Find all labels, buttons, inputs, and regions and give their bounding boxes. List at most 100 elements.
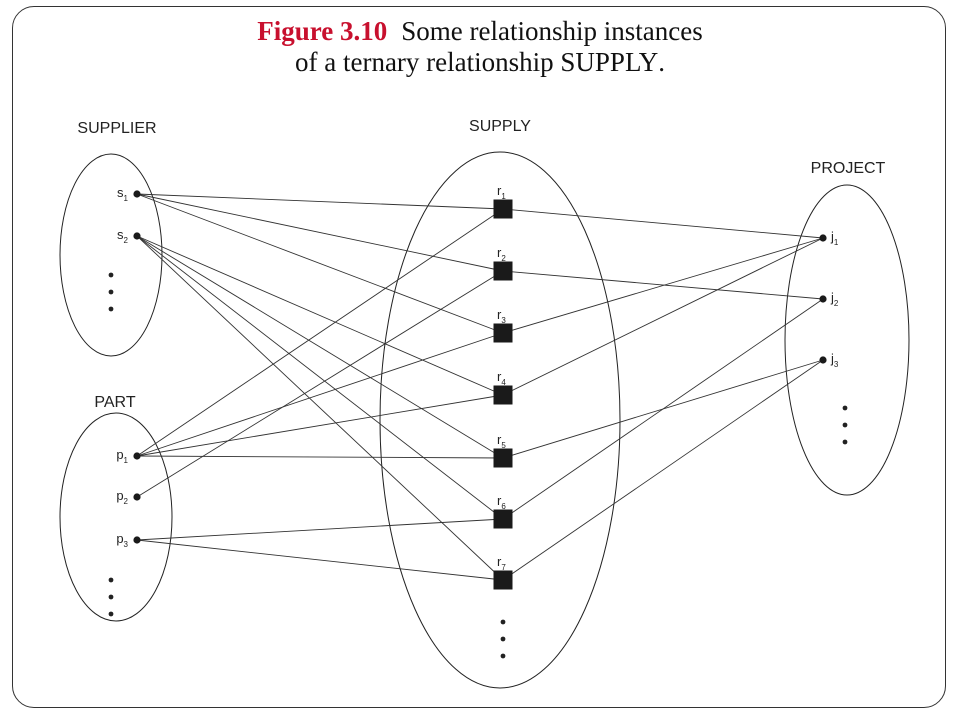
edge-r2-j2 [502,270,824,300]
node-r2-square [493,261,513,281]
node-j3-base: j [830,351,834,366]
supplier-set-label: SUPPLIER [77,120,156,137]
edge-r1-s1 [136,193,504,210]
node-j3-subscript: 3 [834,360,839,369]
figure-label: Figure 3.10 [257,16,388,46]
node-r6-subscript: 6 [501,502,506,511]
supply-set-label: SUPPLY [469,118,531,135]
node-s1-subscript: 1 [124,194,129,203]
figure-caption: Figure 3.10 Some relationship instances o… [0,16,960,78]
project-more-dots [842,405,848,445]
node-r4-base: r [497,369,502,384]
node-j1-dot [819,234,827,242]
node-r5-subscript: 5 [501,441,506,450]
edge-r3-p1 [136,332,504,457]
edge-r5-s2 [136,235,504,459]
edge-r6-j2 [502,298,824,520]
node-s1-dot [133,190,141,198]
edge-r1-j1 [502,208,824,239]
edge-r1-p1 [136,208,504,457]
caption-line-1: Figure 3.10 Some relationship instances [0,16,960,47]
node-p1-dot [133,452,141,460]
node-r4-label: r4 [497,369,506,387]
node-r1-label: r1 [497,183,506,201]
node-j1-base: j [830,229,834,244]
node-s2-base: s [117,227,124,242]
node-j1-subscript: 1 [834,238,839,247]
node-s2-subscript: 2 [124,236,129,245]
node-r5-base: r [497,432,502,447]
node-r2-label: r2 [497,245,506,263]
node-j2-dot [819,295,827,303]
node-p3-dot [133,536,141,544]
node-p1-label: p1 [116,447,128,465]
supplier-set-ellipse [59,153,163,357]
node-r3-subscript: 3 [501,316,506,325]
edge-r3-s1 [136,193,504,334]
node-r7-square [493,570,513,590]
part-set-ellipse [59,412,173,622]
node-r1-base: r [497,183,502,198]
edge-r7-j3 [502,359,824,581]
node-p3-base: p [116,531,123,546]
project-set-ellipse [784,184,910,496]
node-r2-subscript: 2 [501,254,506,263]
caption-line-2: of a ternary relationship SUPPLY. [0,47,960,78]
node-p2-subscript: 2 [124,497,129,506]
node-r7-subscript: 7 [501,563,506,572]
node-j3-dot [819,356,827,364]
edge-r5-p1 [136,455,504,459]
node-p1-base: p [116,447,123,462]
edge-layer [136,193,824,581]
node-r3-square [493,323,513,343]
node-j2-label: j2 [830,290,839,308]
node-r4-square [493,385,513,405]
edge-r2-p2 [136,270,504,498]
node-r6-square [493,509,513,529]
node-r6-base: r [497,493,502,508]
edge-r7-p3 [136,539,504,581]
supplier-more-dots [108,272,114,312]
node-p3-label: p3 [116,531,128,549]
node-s1-label: s1 [117,185,129,203]
node-p2-base: p [116,488,123,503]
node-p1-subscript: 1 [124,456,129,465]
part-set-label: PART [94,394,135,411]
node-r2-base: r [497,245,502,260]
node-p2-dot [133,493,141,501]
supply-set-ellipse [379,151,621,689]
project-set-label: PROJECT [811,160,886,177]
node-j2-base: j [830,290,834,305]
edge-r7-s2 [136,235,504,581]
node-r1-square [493,199,513,219]
node-r5-square [493,448,513,468]
node-s2-label: s2 [117,227,129,245]
slide-frame [12,6,946,708]
edge-r6-s2 [136,235,504,520]
node-p2-label: p2 [116,488,128,506]
node-s2-dot [133,232,141,240]
edge-r3-j1 [502,237,824,334]
edge-r4-p1 [136,394,504,457]
edge-r6-p3 [136,518,504,541]
node-s1-base: s [117,185,124,200]
edge-r4-s2 [136,235,504,396]
node-r7-label: r7 [497,554,506,572]
node-r1-subscript: 1 [501,192,506,201]
part-more-dots [108,577,114,617]
caption-relationship-name: SUPPLY [560,47,659,77]
node-j3-label: j3 [830,351,839,369]
node-p3-subscript: 3 [124,540,129,549]
edge-r2-s1 [136,193,504,272]
caption-text-1: Some relationship instances [401,16,703,46]
caption-text-2: of a ternary relationship [295,47,554,77]
caption-period: . [658,47,665,77]
node-r7-base: r [497,554,502,569]
node-r5-label: r5 [497,432,506,450]
node-r3-label: r3 [497,307,506,325]
supply-more-dots [500,619,506,659]
node-r3-base: r [497,307,502,322]
node-j2-subscript: 2 [834,299,839,308]
